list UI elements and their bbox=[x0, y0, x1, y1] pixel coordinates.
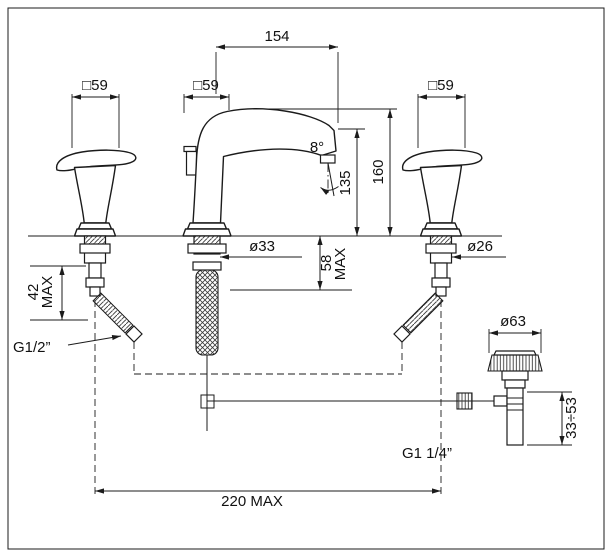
dim-center-dia: ø33 bbox=[220, 238, 302, 260]
left-supply-hose bbox=[89, 286, 143, 343]
center-shank-thread bbox=[193, 235, 221, 245]
dim-outlet-height: 135 bbox=[337, 128, 365, 236]
dim-center-dia-label: ø33 bbox=[249, 238, 275, 255]
right-braided-hose bbox=[402, 292, 444, 334]
dim-square-center-label: □59 bbox=[193, 77, 219, 94]
dim-side-dia-label: ø26 bbox=[467, 238, 493, 255]
waste-tailpiece bbox=[506, 387, 524, 446]
lift-rod-cap bbox=[183, 145, 197, 153]
dim-spout-reach: 154 bbox=[215, 28, 339, 123]
spout-collar bbox=[186, 222, 228, 230]
dim-deck-max-side: 42 MAX bbox=[25, 265, 88, 321]
dim-waste-adjust-label: 33÷53 bbox=[563, 397, 580, 439]
waste-collar bbox=[504, 379, 526, 389]
dim-square-left-label: □59 bbox=[82, 77, 108, 94]
label-waste-thread-text: G1 1/4” bbox=[402, 445, 452, 462]
dim-deck-max-side-value: 42 bbox=[25, 284, 42, 301]
waste-neck bbox=[501, 370, 529, 381]
dim-waste-adjust: 33÷53 bbox=[527, 391, 580, 446]
dim-waste-flange-dia: ø63 bbox=[488, 313, 542, 353]
lift-rod bbox=[185, 150, 198, 176]
left-hose-fitting bbox=[125, 325, 143, 343]
spout-body bbox=[192, 108, 337, 224]
left-braided-hose bbox=[92, 292, 134, 334]
routing-dashed-lines bbox=[94, 300, 442, 496]
center-hose-nut bbox=[192, 261, 222, 271]
dim-deck-max-side-suffix: MAX bbox=[39, 276, 56, 309]
dim-deck-max-center-value: 58 bbox=[318, 255, 335, 272]
dim-total-height: 160 bbox=[253, 108, 397, 236]
drawing-border bbox=[7, 7, 605, 550]
rod-boss bbox=[493, 395, 508, 407]
aerator bbox=[319, 154, 336, 164]
dim-deck-max-center: 58 MAX bbox=[230, 236, 352, 291]
dim-total-height-label: 160 bbox=[370, 159, 387, 184]
dim-outlet-height-label: 135 bbox=[337, 170, 354, 195]
dim-square-center: □59 bbox=[183, 77, 230, 113]
right-supply-hose bbox=[393, 286, 447, 343]
dim-spout-reach-label: 154 bbox=[264, 28, 289, 45]
waste-dome bbox=[487, 354, 543, 372]
dim-deck-max-center-suffix: MAX bbox=[332, 248, 349, 281]
dim-square-right-label: □59 bbox=[428, 77, 454, 94]
waste-cap bbox=[493, 350, 537, 356]
drain-assembly bbox=[487, 350, 543, 446]
center-braided-hose bbox=[195, 269, 219, 356]
center-locknut bbox=[187, 243, 227, 254]
spout-base-plate bbox=[182, 228, 232, 237]
right-hose-fitting bbox=[393, 325, 411, 343]
label-supply-thread: G1/2” bbox=[13, 334, 122, 356]
spout bbox=[182, 108, 337, 237]
dim-waste-flange-dia-label: ø63 bbox=[500, 313, 526, 330]
pop-up-linkage bbox=[200, 355, 508, 431]
label-waste-thread: G1 1/4” bbox=[402, 445, 452, 462]
left-handle bbox=[55, 149, 137, 288]
dim-hose-reach: 220 MAX bbox=[95, 488, 441, 510]
dim-hose-reach-label: 220 MAX bbox=[221, 493, 283, 510]
adjust-knob bbox=[456, 392, 473, 410]
rod-clamp bbox=[200, 394, 215, 409]
label-supply-thread-text: G1/2” bbox=[13, 339, 51, 356]
dim-square-right: □59 bbox=[417, 77, 466, 148]
right-handle bbox=[401, 149, 483, 288]
center-shank-and-hose bbox=[187, 235, 227, 356]
dim-side-dia: ø26 bbox=[452, 238, 506, 260]
dim-stream-angle: 8° bbox=[310, 139, 339, 197]
dim-square-left: □59 bbox=[71, 77, 120, 148]
dim-stream-angle-label: 8° bbox=[310, 139, 324, 156]
